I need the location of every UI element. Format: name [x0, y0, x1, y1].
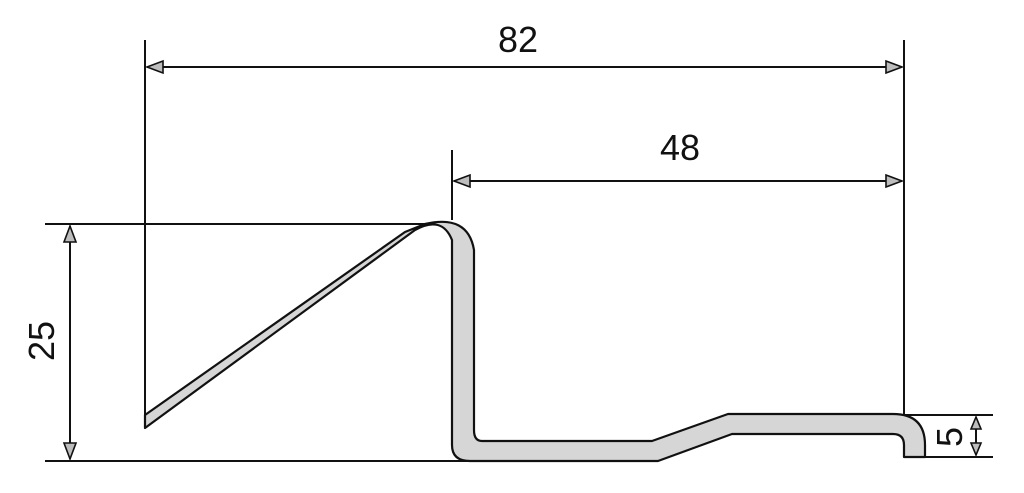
arrowhead-right-icon	[885, 59, 905, 75]
arrowhead-right-icon	[885, 173, 905, 189]
dimension-label-overall: 82	[498, 19, 538, 60]
extension-lines	[45, 40, 993, 462]
profile-shape	[143, 220, 927, 463]
dimension-height: 25	[21, 223, 78, 462]
arrowhead-up-icon	[62, 223, 78, 243]
arrowhead-left-icon	[144, 59, 164, 75]
arrowhead-down-icon	[62, 442, 78, 462]
arrowhead-down-icon	[969, 442, 983, 458]
dimension-label-lip: 5	[929, 427, 970, 447]
dimension-lip-height: 5	[929, 414, 983, 458]
arrowhead-left-icon	[451, 173, 471, 189]
dimension-label-height: 25	[21, 321, 62, 361]
arrowhead-up-icon	[969, 414, 983, 430]
dimension-label-top-flat: 48	[660, 127, 700, 168]
dimension-overall-width: 82	[144, 19, 905, 75]
dimension-top-flat: 48	[451, 127, 905, 189]
profile-outline	[143, 220, 927, 463]
